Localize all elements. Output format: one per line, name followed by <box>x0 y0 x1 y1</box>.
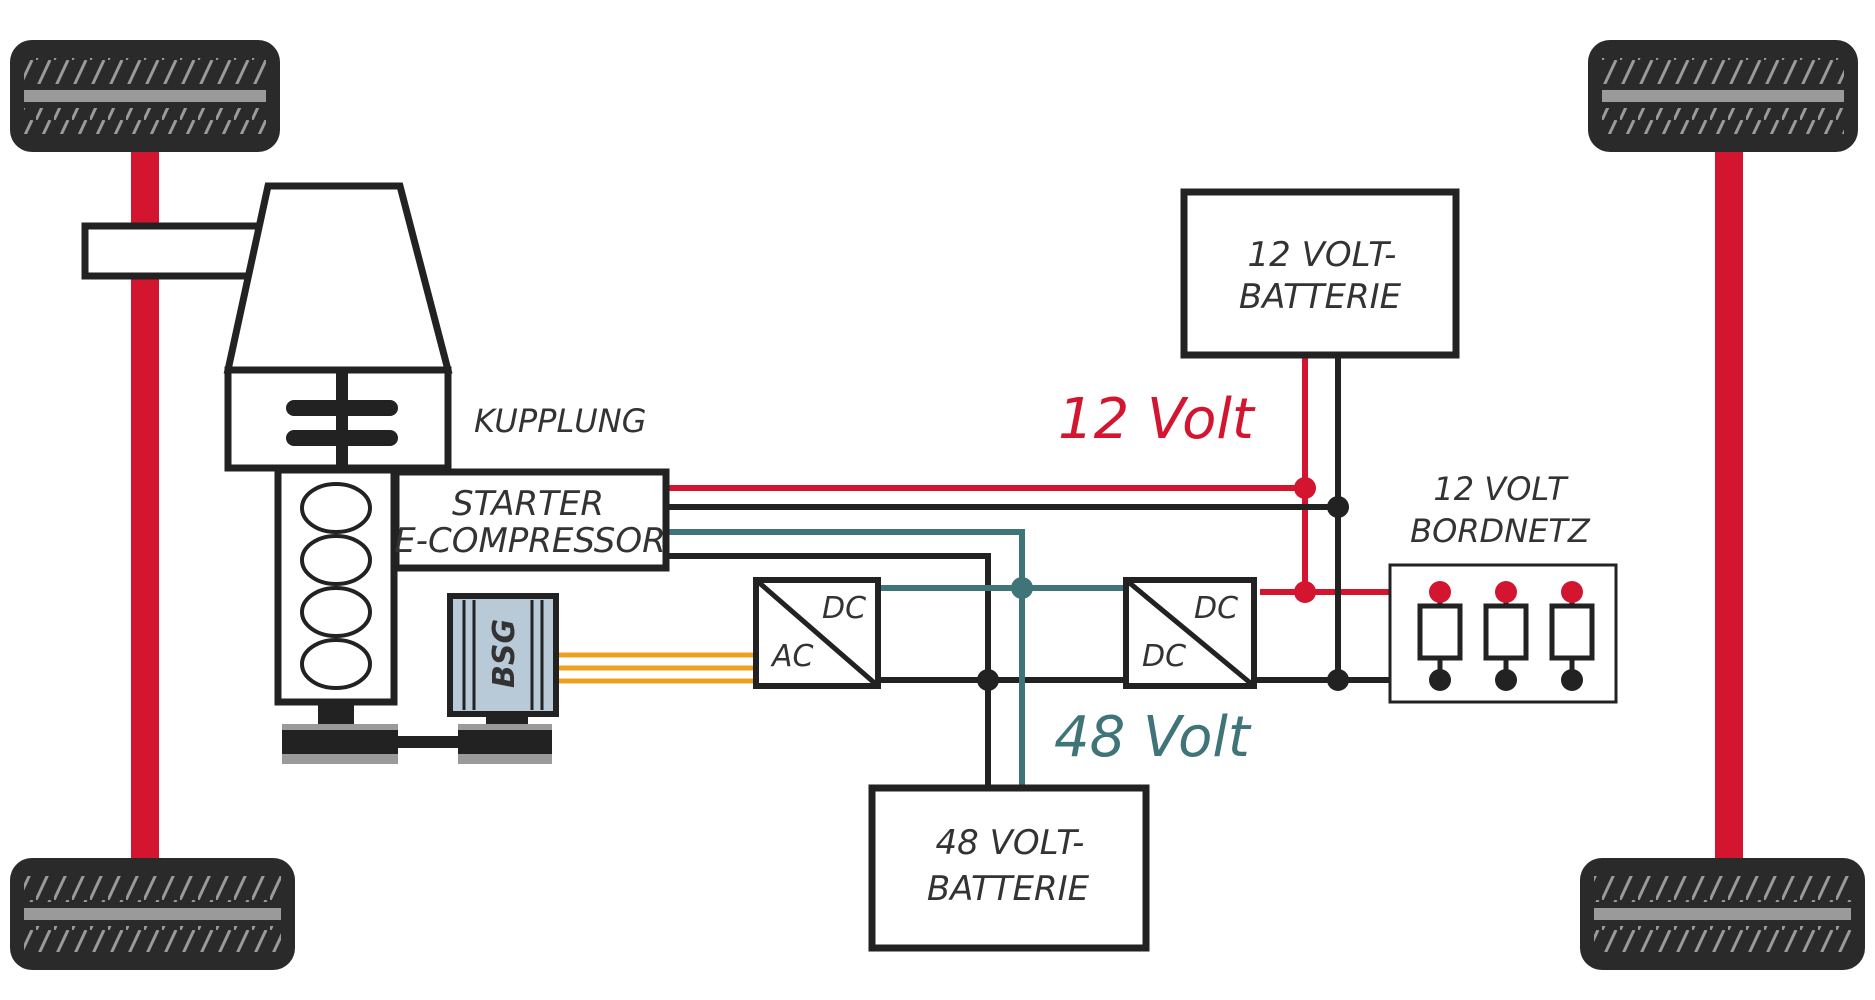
junction-12v <box>1294 581 1316 603</box>
label-bordnetz-line1: 12 VOLT <box>1433 470 1569 508</box>
starter-compressor-box <box>392 468 670 572</box>
label-battery-12v-line1: 12 VOLT- <box>1248 235 1397 275</box>
label-bsg: BSG <box>487 619 522 688</box>
consumer-load <box>1483 581 1529 691</box>
rear-axle-right <box>1715 150 1743 862</box>
label-dc-dc-bottom: DC <box>1142 639 1186 674</box>
bsg-unit-icon <box>447 593 559 717</box>
clutch-icon <box>224 366 452 472</box>
tire-icon-rear-right <box>1580 858 1865 970</box>
ac-dc-converter <box>753 577 881 689</box>
tire-icon-front-left <box>10 40 280 152</box>
wires-bsg <box>558 652 756 684</box>
label-battery-48v-line2: BATTERIE <box>927 869 1090 909</box>
label-kupplung: KUPPLUNG <box>474 402 646 440</box>
label-battery-12v-line2: BATTERIE <box>1239 277 1402 317</box>
engine-icon <box>274 466 398 706</box>
gearbox-icon <box>81 182 453 374</box>
tire-icon-rear-left <box>10 858 295 970</box>
label-e-compressor: E-COMPRESSOR <box>394 521 666 561</box>
tire-icon-front-right <box>1588 40 1858 152</box>
junction-48v <box>1011 577 1033 599</box>
label-battery-48v-line1: 48 VOLT- <box>936 823 1085 863</box>
battery-48v-box <box>868 784 1150 952</box>
consumer-load <box>1549 581 1595 691</box>
label-48-volt: 48 Volt <box>1054 705 1252 770</box>
label-ac-dc-bottom: AC <box>770 639 814 674</box>
dc-dc-converter <box>1123 577 1257 689</box>
label-dc-dc-top: DC <box>1194 591 1238 626</box>
battery-12v-box <box>1180 188 1460 359</box>
junction-ground <box>1327 669 1349 691</box>
junction-ground <box>1327 496 1349 518</box>
wires-48v <box>666 529 1126 788</box>
label-starter: STARTER <box>452 484 604 524</box>
junction-ground <box>977 669 999 691</box>
consumer-load <box>1417 581 1463 691</box>
label-bordnetz-line2: BORDNETZ <box>1410 512 1591 550</box>
label-12-volt: 12 Volt <box>1058 387 1256 452</box>
junction-12v <box>1294 477 1316 499</box>
label-ac-dc-top: DC <box>822 591 866 626</box>
